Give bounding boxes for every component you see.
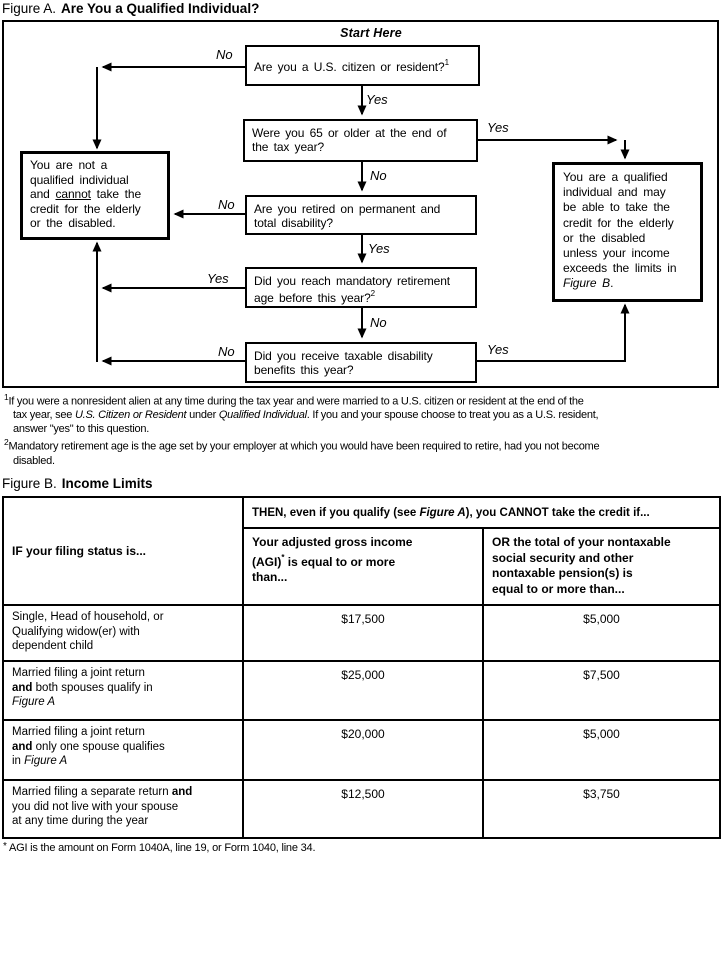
not-qualified-text: You are not a qualified individual and <box>30 158 129 202</box>
arrow-taxable-yes <box>477 303 630 362</box>
agi-limit: $20,000 <box>242 719 484 781</box>
footnote-1-italic-2: Qualified Individual <box>218 409 307 422</box>
flowchart-box-taxable: Did you receive taxable disability benef… <box>245 342 477 383</box>
agi-header-text: Your adjusted gross income (AGI) <box>252 535 413 569</box>
footnote-2-text: Mandatory retirement age is the age set … <box>8 441 600 467</box>
figure-b-heading: Figure B. Income Limits <box>2 476 153 491</box>
flowchart-box-age65: Were you 65 or older at the end of the t… <box>243 119 478 162</box>
agi-footnote-text: AGI is the amount on Form 1040A, line 19… <box>6 842 316 854</box>
footnote-ref-1: 1 <box>444 58 449 67</box>
agi-limit: $25,000 <box>242 660 484 721</box>
table-row: Married filing a joint return and both s… <box>2 660 721 721</box>
income-limits-table: IF your filing status is... THEN, even i… <box>2 496 721 839</box>
agi-limit: $12,500 <box>242 779 484 839</box>
figure-a-title: Are You a Qualified Individual? <box>61 1 260 16</box>
footnote-1-text-3: . If you and your spouse choose to treat… <box>13 409 599 435</box>
label-yes-mandatory: Yes <box>207 271 229 286</box>
footnote-1-text-2: under <box>186 409 219 422</box>
label-yes-retired: Yes <box>368 241 390 256</box>
table-row: Married filing a joint return and only o… <box>2 719 721 781</box>
then-header-text-2: ), you CANNOT take the credit if... <box>465 506 650 519</box>
agi-limit: $17,500 <box>242 604 484 662</box>
figure-a-heading: Figure A. Are You a Qualified Individual? <box>2 1 259 16</box>
label-no-age65: No <box>370 168 387 183</box>
label-no-citizen: No <box>216 47 233 62</box>
table-row: Married filing a separate return and you… <box>2 779 721 839</box>
agi-footnote: * AGI is the amount on Form 1040A, line … <box>3 841 316 854</box>
footnote-1-marker: 1 <box>4 392 9 402</box>
footnote-2: 2Mandatory retirement age is the age set… <box>4 436 717 468</box>
filing-status-cell: Married filing a joint return and only o… <box>2 719 244 781</box>
label-yes-age65: Yes <box>487 120 509 135</box>
flowchart-box-not-qualified: You are not a qualified individual and c… <box>20 151 170 240</box>
flowchart-box-qualified: You are a qualified individual and may b… <box>552 162 703 302</box>
flowchart-connectors <box>92 62 630 366</box>
label-yes-taxable: Yes <box>487 342 509 357</box>
nontaxable-header: OR the total of your nontaxable social s… <box>482 527 721 606</box>
flowchart-box-citizen: Are you a U.S. citizen or resident?1 <box>245 45 480 86</box>
not-qualified-text-2: take the credit for the elderly or the d… <box>30 187 142 231</box>
filing-status-header: IF your filing status is... <box>2 496 244 606</box>
footnote-1-italic-1: U.S. Citizen or Resident <box>74 409 187 422</box>
then-header: THEN, even if you qualify (see Figure A)… <box>242 496 721 529</box>
age65-question-text: Were you 65 or older at the end of the t… <box>252 126 447 154</box>
figure-b-label: Figure B. <box>2 476 57 491</box>
filing-status-cell: Married filing a separate return and you… <box>2 779 244 839</box>
figure-a-reference: Figure A <box>419 506 466 519</box>
qualified-text: You are a qualified individual and may b… <box>563 170 677 276</box>
cannot-underlined: cannot <box>55 187 91 202</box>
agi-header: Your adjusted gross income (AGI)* is equ… <box>242 527 484 606</box>
figure-a-label: Figure A. <box>2 1 57 16</box>
footnote-ref-2: 2 <box>370 289 375 298</box>
agi-footnote-marker: * <box>3 841 7 852</box>
agi-footnote-ref: * <box>281 552 285 562</box>
qualified-text-2: . <box>610 276 614 291</box>
figure-a-footnotes: 1If you were a nonresident alien at any … <box>4 391 717 468</box>
label-no-mandatory: No <box>370 315 387 330</box>
label-yes-citizen: Yes <box>366 92 388 107</box>
figure-b-title: Income Limits <box>61 476 153 491</box>
agi-header-text-2: is equal to or more than... <box>252 554 396 585</box>
nontaxable-limit: $5,000 <box>482 719 721 781</box>
flowchart-box-mandatory: Did you reach mandatory retirement age b… <box>245 267 477 308</box>
filing-status-cell: Married filing a joint return and both s… <box>2 660 244 721</box>
nontaxable-limit: $7,500 <box>482 660 721 721</box>
filing-status-cell: Single, Head of household, or Qualifying… <box>2 604 244 662</box>
retired-question-text: Are you retired on permanent and total d… <box>254 202 441 230</box>
citizen-question-text: Are you a U.S. citizen or resident?1 <box>254 58 449 74</box>
footnote-2-marker: 2 <box>4 437 9 448</box>
nontaxable-limit: $5,000 <box>482 604 721 662</box>
table-row: Single, Head of household, or Qualifying… <box>2 604 721 662</box>
start-here-label: Start Here <box>340 26 402 40</box>
taxable-question-text: Did you receive taxable disability benef… <box>254 349 433 377</box>
footnote-1-text: If you were a nonresident alien at any t… <box>8 395 584 422</box>
figure-b-reference: Figure B <box>563 276 611 291</box>
then-header-text: THEN, even if you qualify (see <box>252 506 420 519</box>
footnote-1: 1If you were a nonresident alien at any … <box>4 391 717 436</box>
mandatory-question-text: Did you reach mandatory retirement age b… <box>254 274 451 305</box>
nontaxable-limit: $3,750 <box>482 779 721 839</box>
label-no-taxable: No <box>218 344 235 359</box>
flowchart-box-retired: Are you retired on permanent and total d… <box>245 195 477 235</box>
label-no-retired: No <box>218 197 235 212</box>
figure-a-flowchart: Start Here Are you a U.S. citizen or res… <box>2 20 719 388</box>
